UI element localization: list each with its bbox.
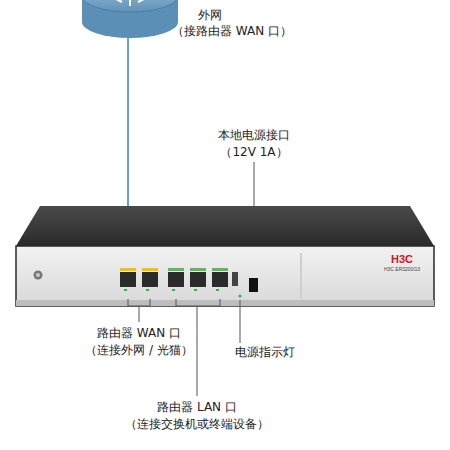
model-name: H3C ER3200G3 — [384, 266, 420, 272]
leader-line — [240, 300, 241, 343]
brand-logo: H3C — [391, 252, 413, 266]
router-icon — [82, 0, 178, 38]
callout-note: （连接交换机或终端设备） — [125, 417, 269, 431]
callout-title: 外网 — [198, 8, 222, 22]
callout-title: 电源指示灯 — [235, 345, 295, 359]
router-device — [16, 206, 434, 306]
callout-note: （12V 1A） — [220, 145, 287, 159]
bracket — [128, 299, 150, 322]
callout-title: 路由器 LAN 口 — [157, 400, 237, 414]
callout-note: （接路由器 WAN 口） — [172, 24, 292, 38]
callout-note: （连接外网 / 光猫） — [85, 343, 193, 357]
callout-title: 路由器 WAN 口 — [97, 326, 181, 340]
callout-title: 本地电源接口 — [218, 128, 290, 142]
